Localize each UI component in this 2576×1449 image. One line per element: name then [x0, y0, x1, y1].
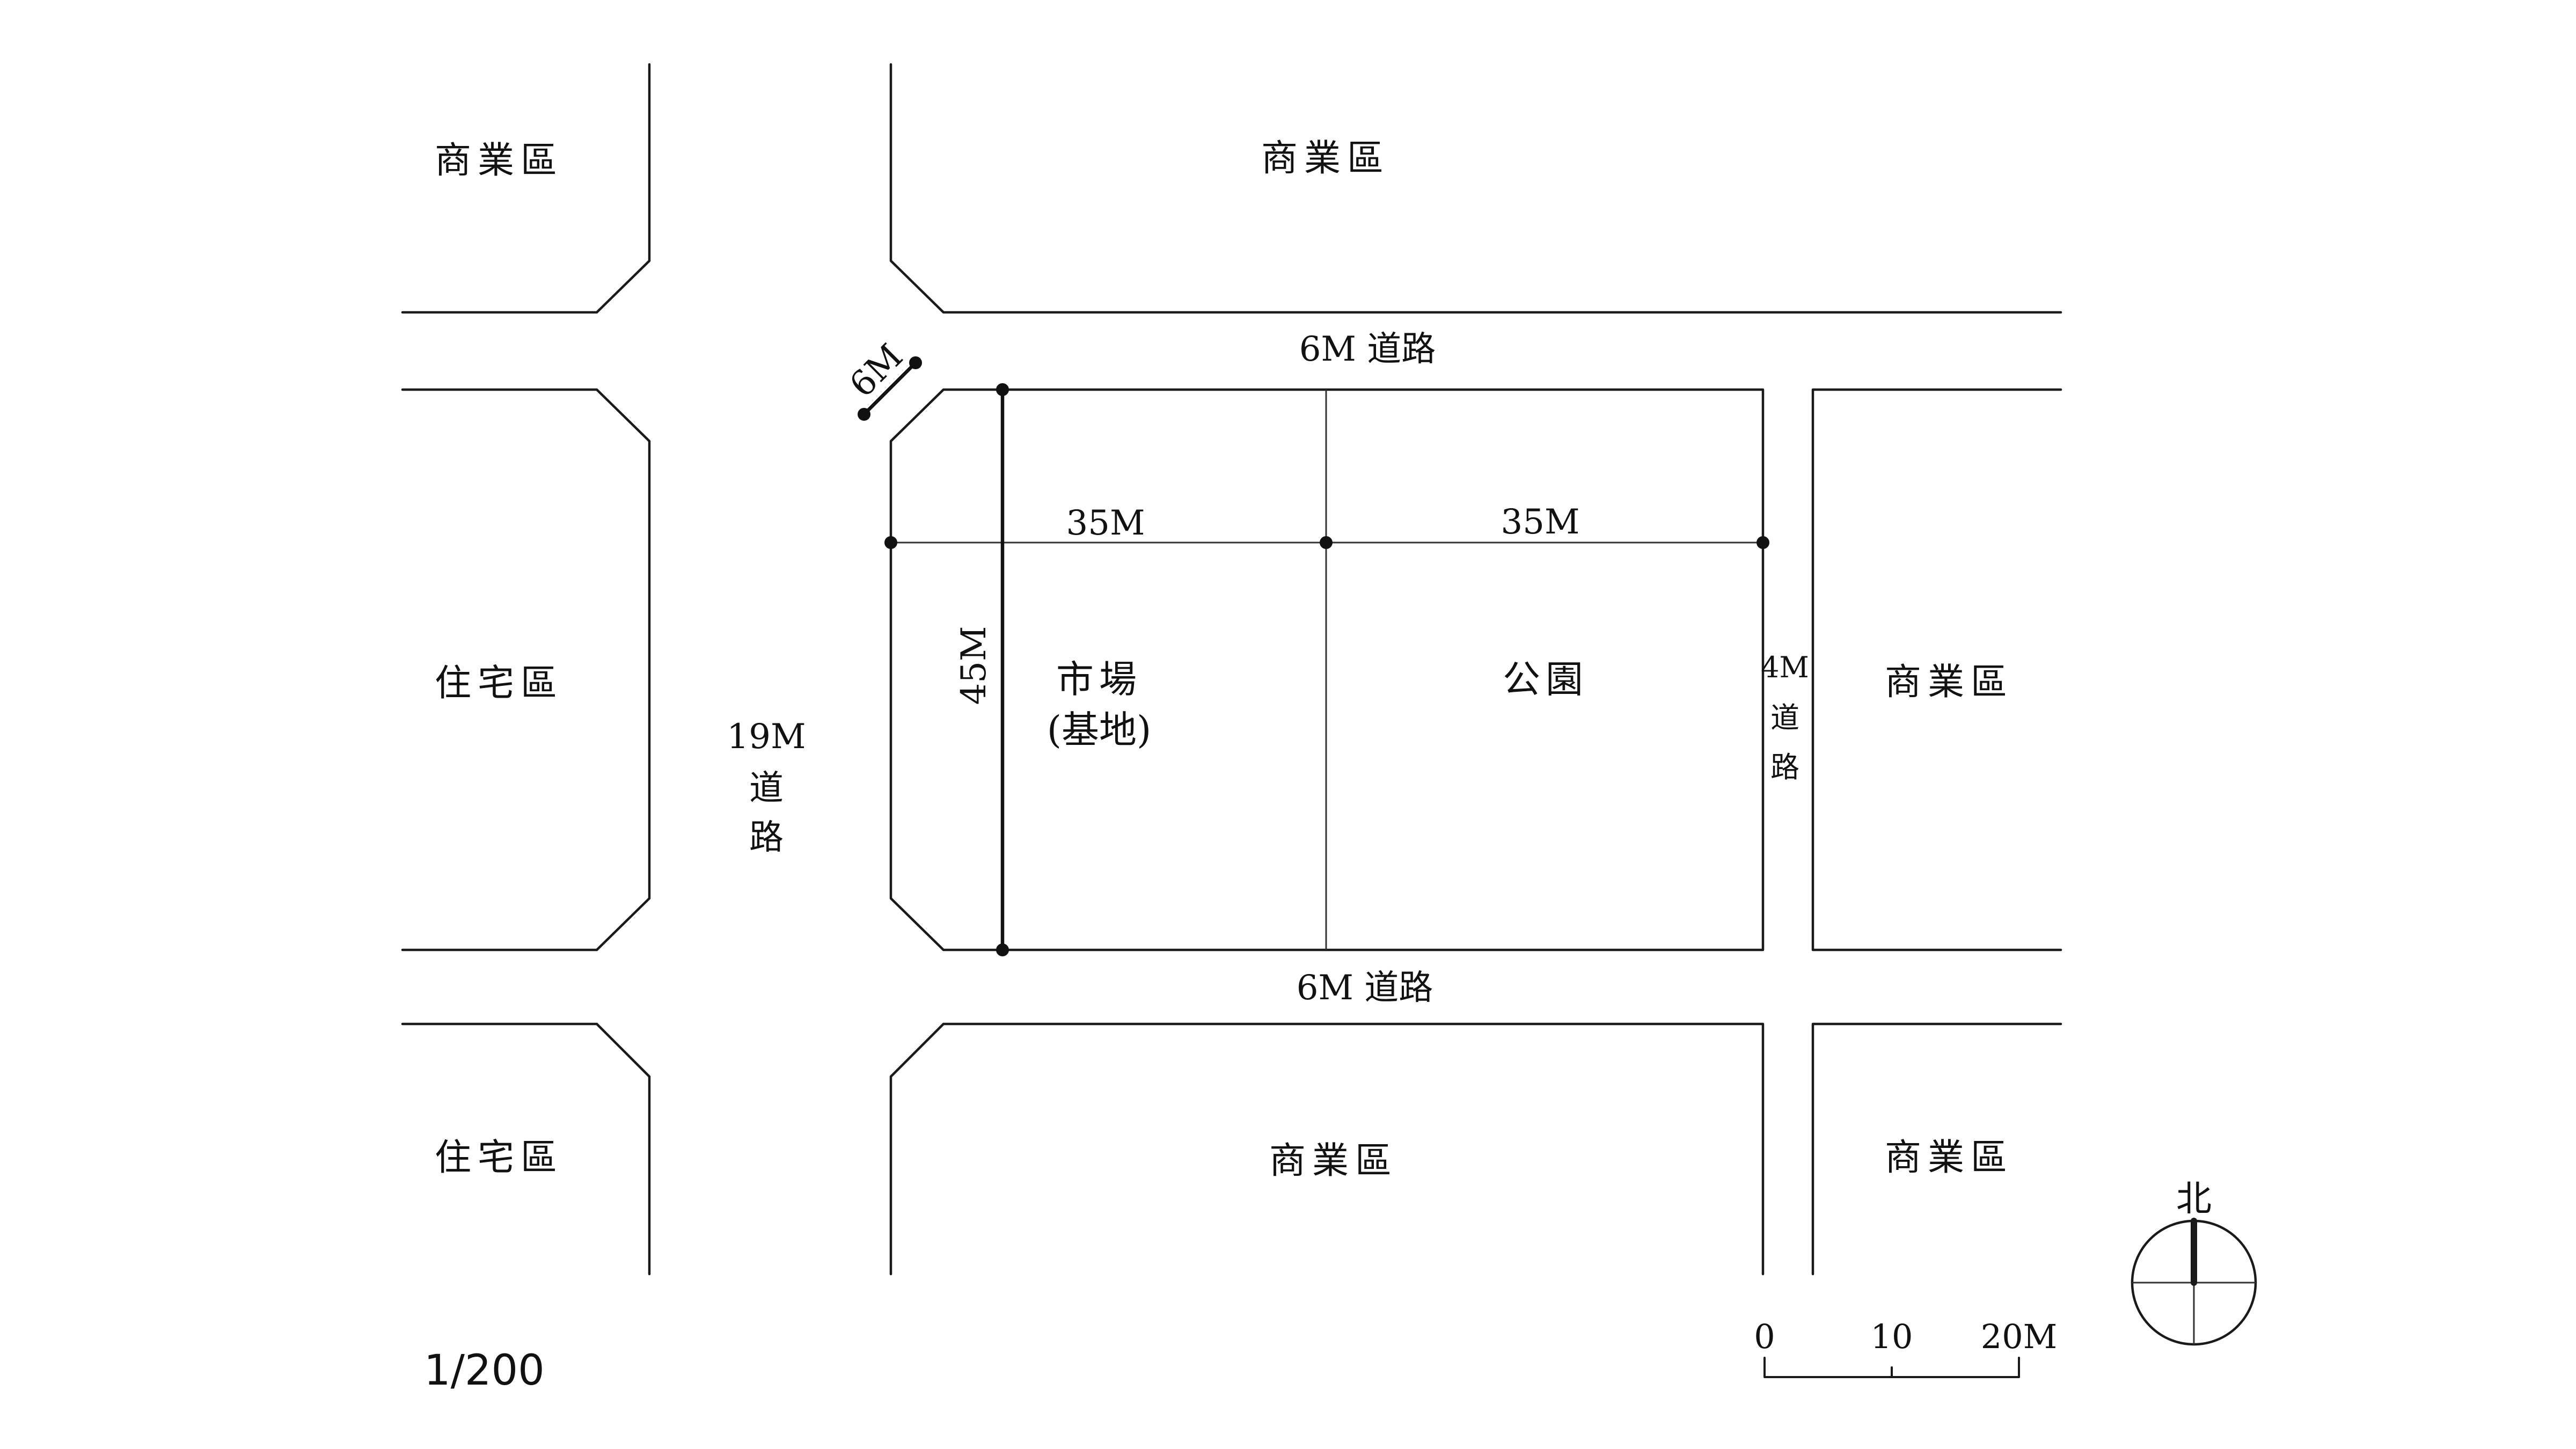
zone-label-south: 商業區 — [1269, 1140, 1398, 1182]
block-northwest — [401, 63, 651, 314]
dimension-dots — [858, 356, 1769, 956]
scale-bar: 0 10 20M — [1754, 1317, 2057, 1378]
zone-labels: 商業區 商業區 住宅區 商業區 住宅區 商業區 商業區 — [435, 137, 2014, 1182]
depth-label: 45M — [954, 626, 994, 705]
zone-label-west: 住宅區 — [435, 662, 564, 705]
scale-bar-label-10: 10 — [1871, 1317, 1913, 1356]
scale-bar-label-0: 0 — [1754, 1317, 1775, 1356]
width-left-label: 35M — [1066, 503, 1145, 543]
north-arrow: 北 — [2131, 1178, 2257, 1346]
dim-dot — [996, 943, 1009, 956]
scale-ratio: 1/200 — [424, 1346, 545, 1395]
east-road-char: 路 — [1770, 750, 1799, 784]
dim-dot — [1757, 536, 1769, 549]
block-south — [889, 1022, 1765, 1276]
road-labels: 6M 道路 6M 道路 19M 道 路 4M 道 路 — [727, 330, 1809, 1008]
west-road-char: 道 — [749, 769, 784, 808]
west-road-char: 路 — [749, 818, 784, 858]
dim-dot — [909, 356, 922, 369]
market-label: 市場 — [1056, 657, 1142, 701]
zone-label-north: 商業區 — [1261, 137, 1390, 180]
north-road-label: 6M 道路 — [1299, 330, 1436, 369]
zone-label-east: 商業區 — [1885, 661, 2014, 704]
block-southeast — [1811, 1022, 2062, 1276]
dim-dot — [1320, 536, 1333, 549]
east-road-width: 4M — [1761, 650, 1809, 684]
park-label: 公園 — [1503, 657, 1589, 701]
west-road-width: 19M — [727, 717, 806, 757]
south-road-label: 6M 道路 — [1297, 968, 1433, 1008]
north-label: 北 — [2176, 1178, 2212, 1219]
corner-dimension-line — [862, 361, 917, 416]
block-southwest — [401, 1022, 651, 1276]
block-north — [889, 63, 2062, 314]
dimension-labels: 35M 35M 45M 6M — [842, 336, 1579, 705]
zone-label-northwest: 商業區 — [435, 140, 564, 182]
zone-label-southeast: 商業區 — [1885, 1137, 2014, 1179]
site-labels: 市場 (基地) 公園 — [1047, 657, 1589, 752]
block-outlines — [401, 63, 2062, 1276]
width-right-label: 35M — [1501, 502, 1580, 542]
site-block-outline — [889, 388, 1765, 952]
dim-dot — [858, 408, 870, 421]
block-west — [401, 388, 651, 952]
market-site-label: (基地) — [1047, 708, 1152, 752]
dim-dot — [884, 536, 897, 549]
corner-dimension-label: 6M — [842, 336, 910, 405]
zone-label-southwest: 住宅區 — [435, 1137, 564, 1179]
scale-bar-label-20: 20M — [1981, 1317, 2057, 1356]
block-east — [1811, 388, 2062, 952]
east-road-char: 道 — [1770, 701, 1799, 735]
dim-dot — [996, 383, 1009, 396]
